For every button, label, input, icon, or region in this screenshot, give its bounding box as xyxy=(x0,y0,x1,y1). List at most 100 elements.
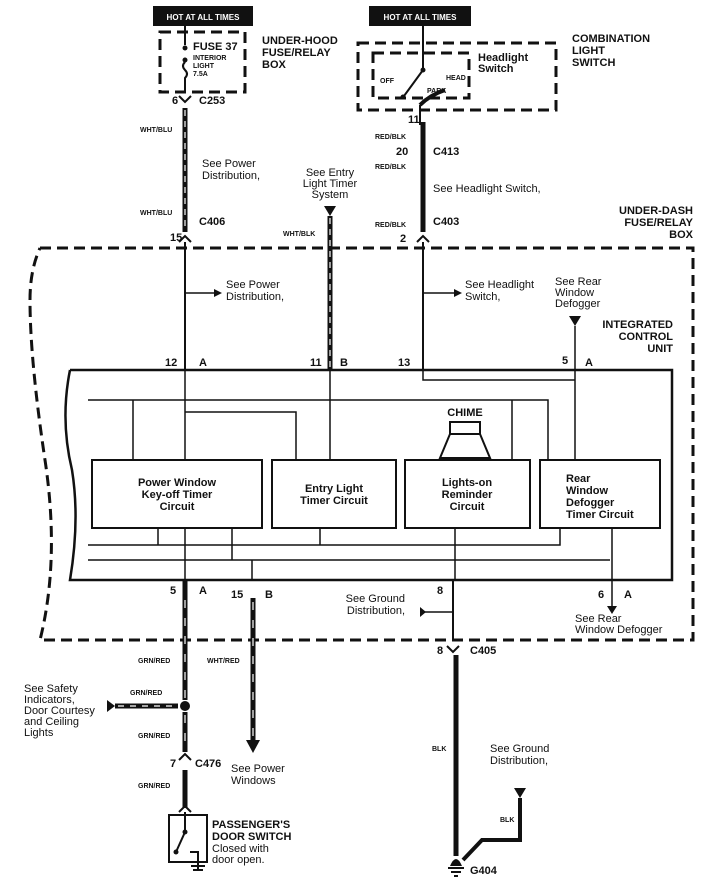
wire-segment xyxy=(449,421,481,435)
diagram-label: See Headlight Switch, xyxy=(433,183,541,195)
diagram-label: FUSE/RELAY xyxy=(262,47,331,59)
diagram-label: BOX xyxy=(262,59,287,71)
hot-label-1: HOT AT ALL TIMES xyxy=(153,6,253,26)
wire-segment xyxy=(461,798,522,862)
diagram-label: Switch xyxy=(478,63,514,75)
diagram-label: HOT AT ALL TIMES xyxy=(384,13,458,22)
wire-segment xyxy=(454,289,462,297)
diagram-label: B xyxy=(265,589,273,601)
connector-c253: C253 xyxy=(199,95,225,107)
diagram-label: A xyxy=(585,357,593,369)
connector-c406: C406 xyxy=(199,216,225,228)
combination-switch-box xyxy=(356,41,558,112)
diagram-label: WHT/BLU xyxy=(140,210,172,217)
diagram-label: COMBINATION xyxy=(572,33,650,45)
wire-segment xyxy=(178,95,192,370)
diagram-label: door open. xyxy=(212,854,265,866)
wire-segment xyxy=(182,829,188,835)
wire-segment xyxy=(446,580,460,654)
diagram-label: RED/BLK xyxy=(375,164,406,171)
diagram-label: System xyxy=(312,189,349,201)
diagram-label: RED/BLK xyxy=(375,134,406,141)
diagram-label: See Ground xyxy=(490,743,549,755)
hot-label-2: HOT AT ALL TIMES xyxy=(369,6,471,26)
diagram-label: GRN/RED xyxy=(138,658,170,665)
diagram-label: WHT/RED xyxy=(207,658,240,665)
diagram-label: Window Defogger xyxy=(575,624,663,636)
diagram-label: A xyxy=(199,357,207,369)
chime-icon xyxy=(438,421,492,459)
diagram-label: 15 xyxy=(170,232,182,244)
diagram-label: A xyxy=(624,589,632,601)
diagram-label: BLK xyxy=(500,817,514,824)
diagram-label: Lights-on xyxy=(442,477,492,489)
diagram-label: Reminder xyxy=(442,489,493,501)
rear-defogger-timer-circuit xyxy=(539,459,661,529)
wire-segment xyxy=(324,206,336,216)
wire-segment xyxy=(182,26,188,92)
chime-label: CHIME xyxy=(447,407,482,419)
diagram-label: 8 xyxy=(437,585,443,597)
diagram-label: 2 xyxy=(400,233,406,245)
diagram-label: Circuit xyxy=(450,501,485,513)
diagram-label: PARK xyxy=(427,88,446,95)
wire-segment xyxy=(178,752,192,813)
wire-segment xyxy=(416,234,430,370)
diagram-label: Headlight xyxy=(478,52,528,64)
wire-segment xyxy=(569,316,581,326)
diagram-label: 11 xyxy=(408,114,420,126)
diagram-label: 5 xyxy=(562,355,568,367)
diagram-label: HOT AT ALL TIMES xyxy=(167,13,241,22)
diagram-label: RED/BLK xyxy=(375,222,406,229)
ground-icon xyxy=(448,859,464,877)
wire-segment xyxy=(182,57,188,63)
diagram-label: See Power xyxy=(231,763,285,775)
diagram-label: 8 xyxy=(437,645,443,657)
wire-segment xyxy=(420,607,426,617)
underdash-title: UNDER-DASH FUSE/RELAY BOX xyxy=(619,205,694,241)
diagram-label: See Safety xyxy=(24,683,78,695)
wire-segment xyxy=(180,701,190,711)
diagram-label: INTEGRATED xyxy=(602,319,673,331)
wire-segment xyxy=(153,6,253,26)
diagram-label: 13 xyxy=(398,357,410,369)
diagram-label: Timer Circuit xyxy=(566,509,634,521)
diagram-label: See Power xyxy=(202,158,256,170)
diagram-label: INTERIOR xyxy=(193,55,226,62)
wire-segment xyxy=(182,45,188,51)
diagram-label: LIGHT xyxy=(193,63,215,70)
diagram-label: Circuit xyxy=(160,501,195,513)
wire-segment xyxy=(420,67,426,73)
ground-g404: G404 xyxy=(470,865,498,877)
underhood-title: UNDER-HOOD FUSE/RELAY BOX xyxy=(262,35,338,71)
diagram-label: PASSENGER'S xyxy=(212,819,290,831)
diagram-label: OFF xyxy=(380,78,395,85)
diagram-label: LIGHT xyxy=(572,45,605,57)
diagram-label: GRN/RED xyxy=(138,733,170,740)
diagram-label: 5 xyxy=(170,585,176,597)
diagram-label: UNIT xyxy=(647,343,673,355)
diagram-label: UNDER-DASH xyxy=(619,205,693,217)
wire-segment xyxy=(514,788,526,798)
diagram-label: UNDER-HOOD xyxy=(262,35,338,47)
diagram-label: Lights xyxy=(24,727,54,739)
wire-segment xyxy=(214,289,222,297)
diagram-label: 15 xyxy=(231,589,243,601)
diagram-label: GRN/RED xyxy=(130,690,162,697)
diagram-label: Window xyxy=(555,287,594,299)
diagram-label: Power Window xyxy=(138,477,217,489)
connector-c413: C413 xyxy=(433,146,459,158)
diagram-label: and Ceiling xyxy=(24,716,79,728)
passengers-door-switch xyxy=(168,814,208,863)
underdash-box xyxy=(28,246,695,642)
diagram-label: Timer Circuit xyxy=(300,495,368,507)
diagram-label: 6 xyxy=(598,589,604,601)
power-window-timer-circuit xyxy=(91,459,263,529)
diagram-label: DOOR SWITCH xyxy=(212,831,291,843)
wire-segment xyxy=(607,606,617,614)
connector-c403: C403 xyxy=(433,216,459,228)
diagram-label: Indicators, xyxy=(24,694,75,706)
diagram-label: See Power xyxy=(226,279,280,291)
diagram-label: See Ground xyxy=(346,593,405,605)
